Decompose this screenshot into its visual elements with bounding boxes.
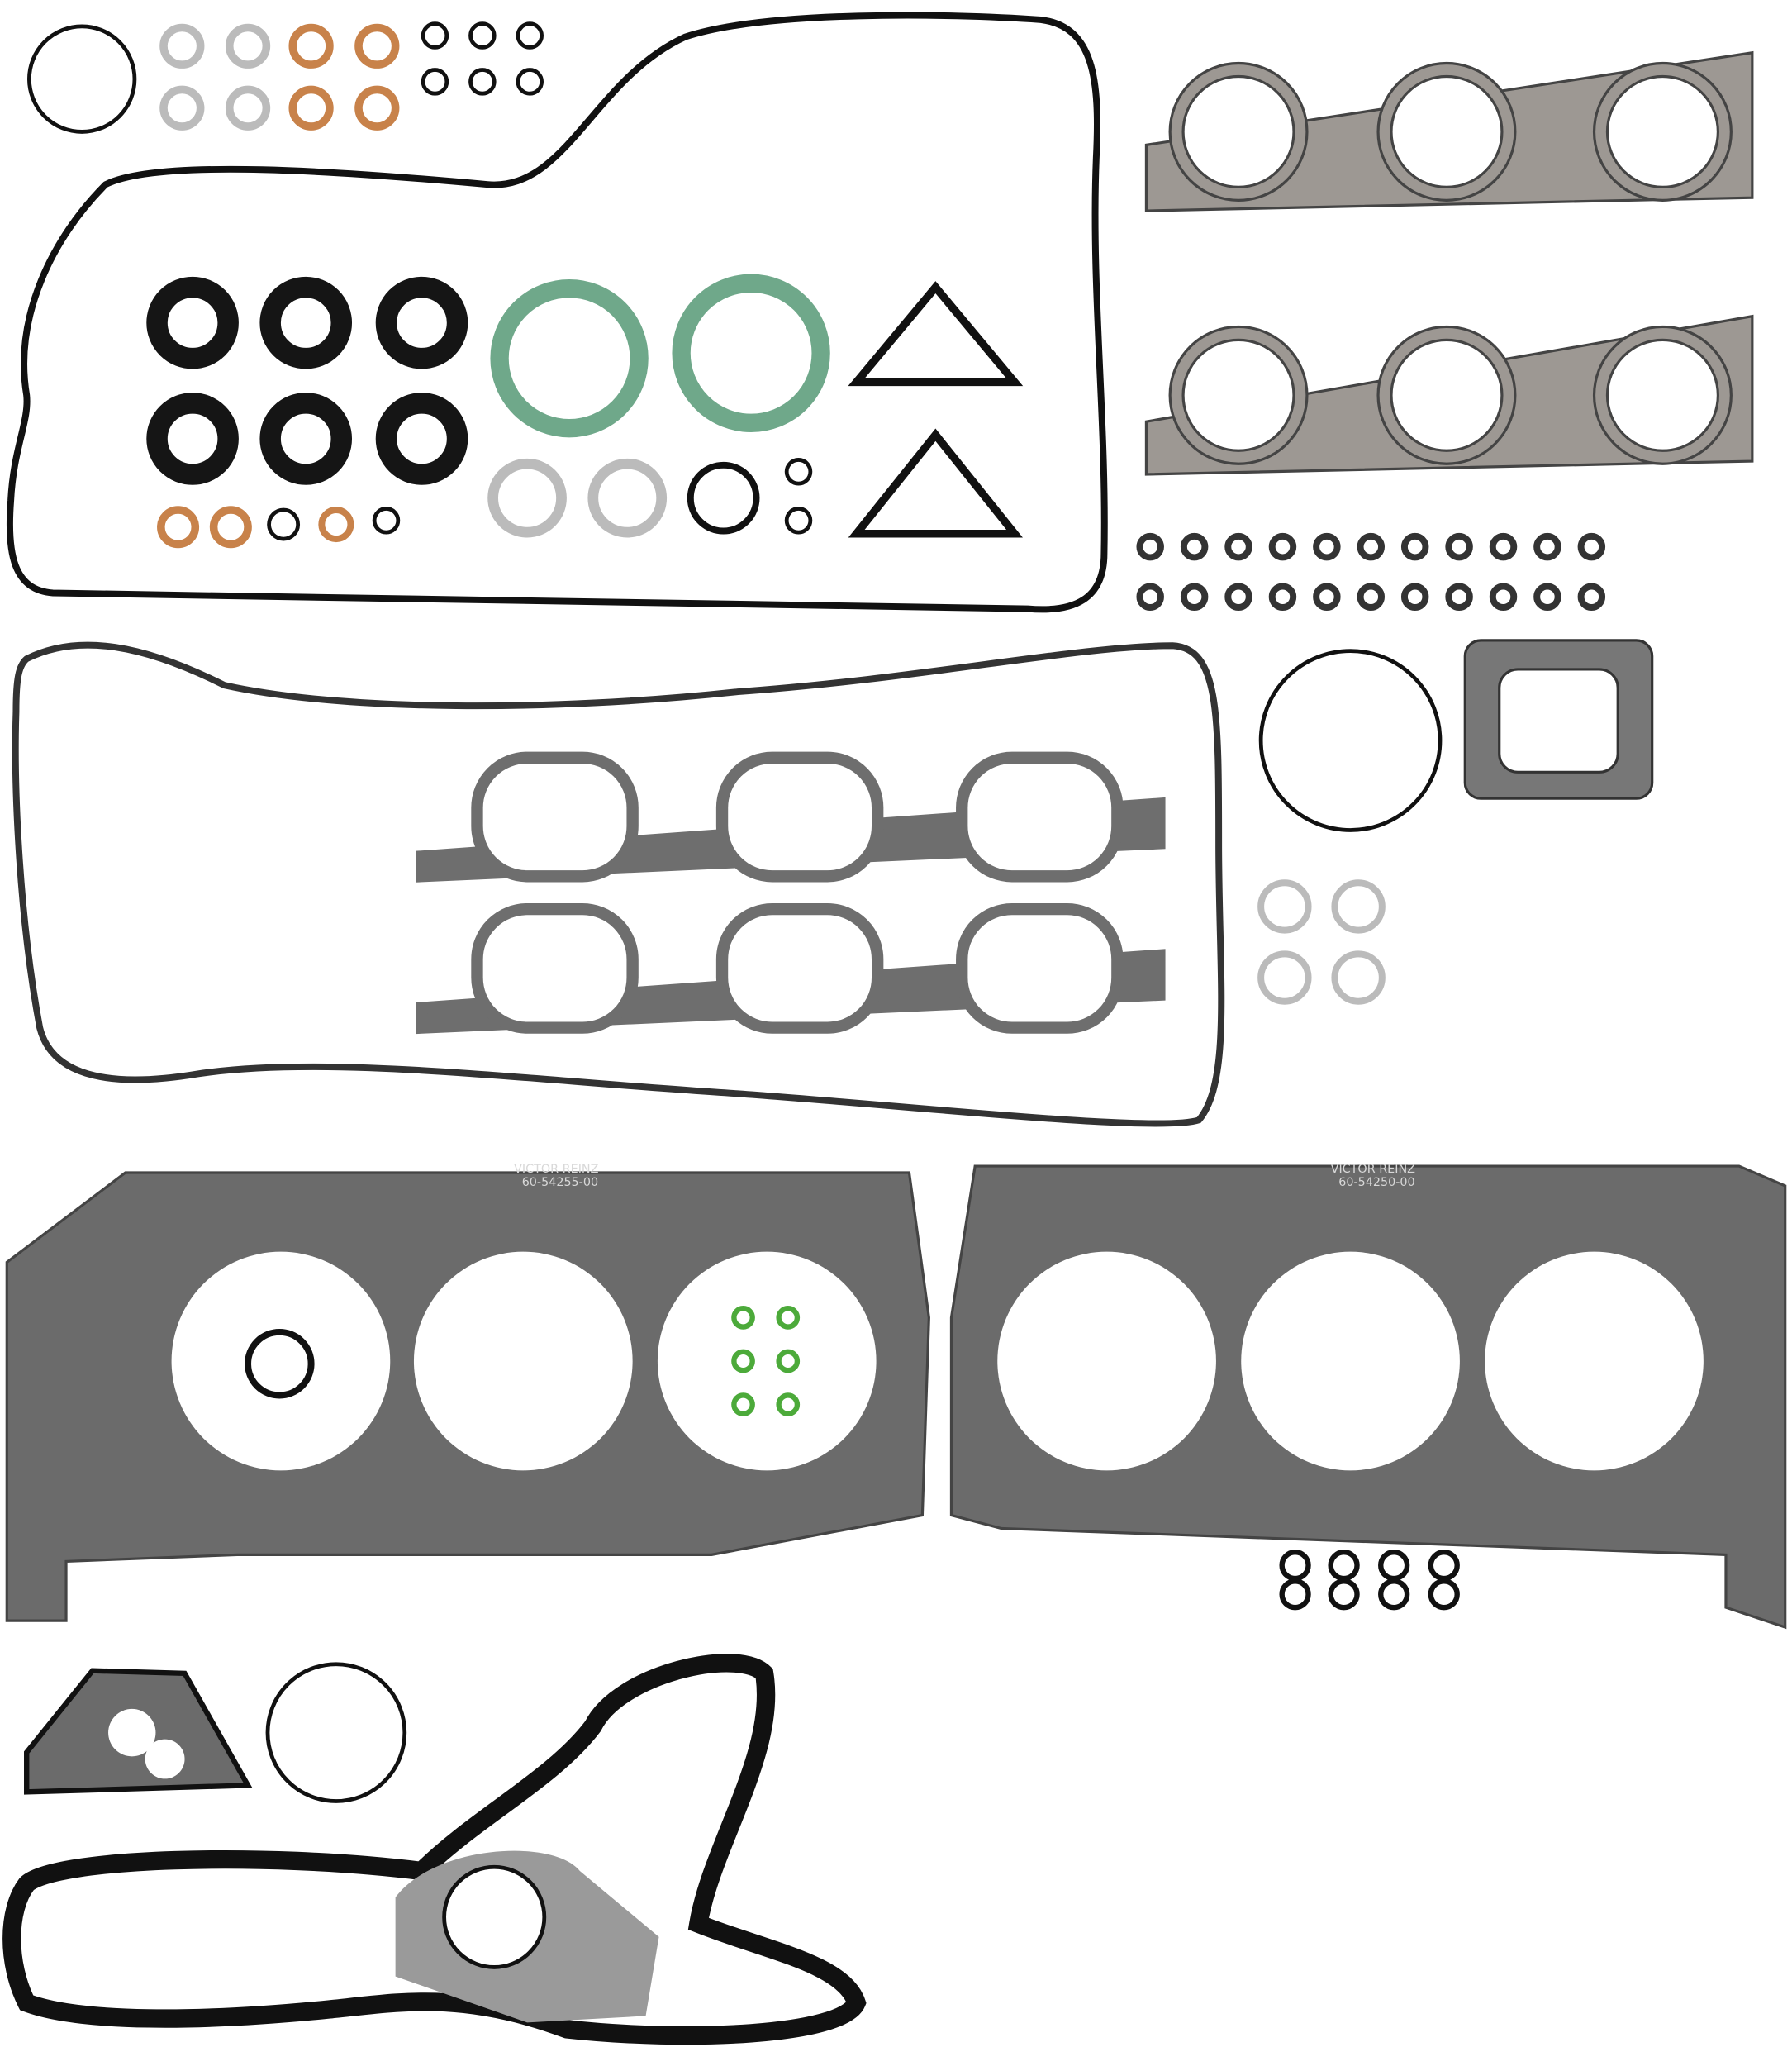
green-rings [490, 274, 830, 438]
valve-stem-seal [1533, 583, 1561, 611]
valve-stem-seal [1357, 532, 1386, 561]
valve-stem-seals [1136, 532, 1606, 611]
valve-stem-seal [1577, 583, 1606, 611]
exhaust-manifold-gaskets [1144, 50, 1754, 476]
valve-stem-seal [1313, 583, 1341, 611]
valve-stem-seal [1180, 532, 1209, 561]
round-seal [1258, 649, 1443, 832]
grey-rings-right [1257, 879, 1386, 1005]
valve-stem-seal [1180, 583, 1209, 611]
valve-stem-seal [1313, 532, 1341, 561]
valve-stem-seal [1489, 583, 1518, 611]
valve-cover-gasket-lower [12, 641, 1225, 1127]
figure-eight-seals [1279, 1550, 1460, 1611]
water-outlet-gasket [24, 1668, 253, 1795]
part-number-stamp: 60-54255-00 [522, 1176, 598, 1189]
valve-stem-seal [1268, 583, 1297, 611]
valve-stem-seal [1224, 532, 1252, 561]
valve-stem-seal [1136, 532, 1164, 561]
valve-stem-seal [1445, 583, 1473, 611]
brand-stamp: VICTOR REINZ [1331, 1163, 1416, 1176]
valve-stem-seal [1445, 532, 1473, 561]
brand-stamp: VICTOR REINZ [514, 1163, 599, 1176]
small-rings-top [27, 21, 544, 134]
intake-manifold-gaskets [416, 751, 1166, 1035]
o-ring-large [265, 1662, 407, 1803]
valve-cover-gasket-upper [6, 12, 1108, 613]
head-gasket-left: VICTOR REINZ 60-54255-00 [5, 1163, 930, 1622]
part-number-stamp: 60-54250-00 [1338, 1176, 1414, 1189]
valve-stem-seal [1224, 583, 1252, 611]
valve-stem-seal [1489, 532, 1518, 561]
valve-stem-seal [1400, 583, 1429, 611]
valve-stem-seal [1533, 532, 1561, 561]
head-gasket-right: VICTOR REINZ 60-54250-00 [949, 1163, 1787, 1630]
valve-stem-seal [1577, 532, 1606, 561]
small-rings-middle [157, 458, 813, 549]
valve-stem-seal [1400, 532, 1429, 561]
triangle-gaskets [848, 281, 1024, 538]
timing-cover-gasket [2, 1654, 867, 2045]
valve-stem-seal [1357, 583, 1386, 611]
oil-seals [146, 276, 468, 485]
valve-stem-seal [1268, 532, 1297, 561]
valve-stem-seal [1136, 583, 1164, 611]
square-gasket [1463, 639, 1654, 800]
